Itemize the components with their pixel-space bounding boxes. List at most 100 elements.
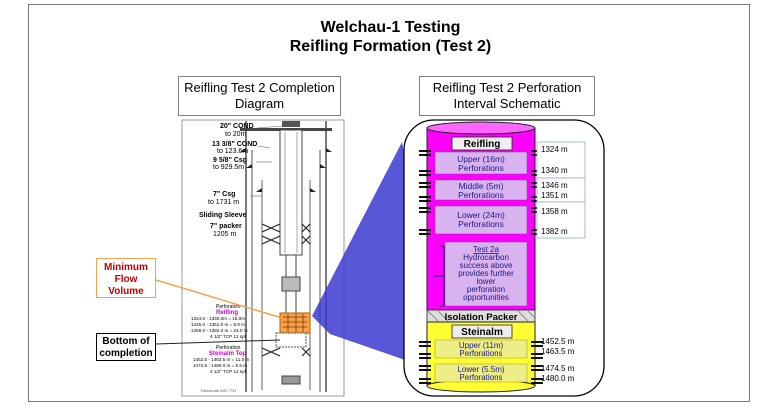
zoom-projection — [312, 142, 405, 360]
slide-frame — [28, 4, 750, 402]
label-perf1-l2: 1346.0 - 1351.0 m = 5.0 m — [191, 322, 245, 327]
label-perf2-l1: 1452.5 - 1463.5 m = 11.0 m — [193, 357, 249, 362]
wellhead — [282, 121, 300, 127]
depth-1346: 1346 m — [541, 181, 568, 190]
perforation-zone-reifling — [279, 312, 311, 334]
depth-1340: 1340 m — [541, 166, 568, 175]
label-perf2-name: Steinalm Top — [209, 351, 247, 357]
steinalm-upper-box — [434, 339, 528, 359]
steinalm-header-box — [451, 324, 513, 339]
depth-box-middle — [536, 177, 586, 203]
tick — [531, 341, 543, 343]
test2a-l3: success above — [460, 261, 513, 270]
test2a-l7: opportunities — [463, 293, 509, 302]
depth-1358: 1358 m — [541, 207, 568, 216]
depth-box-lower — [536, 201, 586, 239]
title-line-1: Welchau-1 Testing — [320, 19, 461, 36]
casing-shoe-7 — [256, 188, 316, 192]
tubing-upper — [279, 129, 303, 256]
label-perf2-l2: 1474.5 - 1480.0 m = 5.5 m — [193, 363, 247, 368]
perforation-hatch — [283, 314, 307, 332]
label-perf1-head: Perforation — [216, 304, 241, 310]
tick — [419, 341, 431, 343]
depth-box-upper — [536, 141, 586, 179]
tick — [419, 186, 431, 188]
test2a-box — [444, 241, 528, 307]
min-flow-l3: Volume — [108, 286, 144, 297]
lower-perforations-l1: Lower (24m) — [457, 210, 505, 220]
test2a-l6: perforation — [467, 285, 505, 294]
tick — [531, 345, 543, 347]
tick — [531, 353, 543, 355]
tick — [531, 369, 543, 371]
lower-perforations-l2: Perforations — [458, 219, 504, 229]
tick — [419, 182, 431, 184]
tick — [531, 382, 543, 384]
depth-1382: 1382 m — [541, 227, 568, 236]
completion-diagram-caption: Reifling Test 2 Completion Diagram — [178, 76, 341, 116]
tick — [419, 154, 431, 156]
tick — [419, 357, 431, 359]
steinalm-lower-l2: Perforations — [459, 373, 502, 382]
label-cond20-a: 20" COND — [220, 123, 254, 130]
label-cond13-b: to 123.6m — [217, 148, 248, 155]
tick — [419, 378, 431, 380]
perforation-schematic: Reifling Upper (16m) Perforations Middle… — [403, 119, 605, 397]
schematic-caption-line-1: Reifling Test 2 Perforation — [432, 80, 582, 95]
label-perf1-l1: 1324.0 - 1340.0m = 16.0m — [191, 316, 245, 321]
packer-lower — [261, 235, 311, 245]
reifling-header: Reifling — [464, 139, 501, 150]
bottom-of-completion-callout: Bottom of completion — [96, 333, 156, 361]
min-flow-l2: Flow — [114, 274, 138, 285]
test2a-l5: lower — [476, 277, 495, 286]
upper-perforations-l2: Perforations — [458, 163, 504, 173]
tick — [419, 200, 431, 202]
minimum-flow-volume-callout: Minimum Flow Volume — [96, 258, 156, 298]
tick — [419, 207, 431, 209]
depth-1474-5: 1474.5 m — [541, 364, 575, 373]
bottom-l2: completion — [99, 348, 153, 359]
tick — [419, 233, 431, 235]
label-footnote: Tdfootnote MD / TVt — [200, 388, 237, 393]
plug — [281, 375, 301, 385]
tick — [419, 170, 431, 172]
upper-perforations-l1: Upper (16m) — [457, 154, 505, 164]
slide-title: Welchau-1 Testing Reifling Formation (Te… — [0, 18, 781, 56]
gun-carrier — [281, 276, 301, 292]
tick — [419, 211, 431, 213]
tick — [419, 174, 431, 176]
leader-cond13 — [257, 145, 271, 149]
label-perf1-name: Reifling — [216, 310, 238, 316]
label-perf2-l3: 4 1/2" TCP 12 spf — [210, 369, 247, 374]
label-packer-b: 1205 m — [213, 231, 237, 238]
label-csg7-b: to 1731 m — [208, 199, 239, 206]
middle-perforations-l1: Middle (5m) — [459, 181, 504, 191]
packer-bottom — [261, 347, 311, 357]
reifling-header-box — [451, 136, 513, 151]
tick — [531, 357, 543, 359]
tick — [419, 369, 431, 371]
steinalm-upper-l1: Upper (11m) — [459, 341, 504, 350]
test2a-bracket — [434, 245, 445, 307]
tick — [419, 196, 431, 198]
tick — [419, 353, 431, 355]
label-perf1-l3: 1358.0 - 1382.0 m = 24.0 m — [191, 328, 248, 333]
middle-perforations-box — [434, 179, 528, 201]
upper-perforations-box — [434, 151, 528, 175]
label-csg95-b: to 929.5m — [213, 164, 244, 171]
label-csg7-a: 7" Csg — [213, 191, 235, 198]
steinalm-lower-box — [434, 363, 528, 383]
min-flow-l1: Minimum — [104, 262, 148, 273]
leader-cond20 — [256, 125, 283, 129]
label-perf2-head: Perforation — [216, 345, 241, 351]
label-cond20-b: to 20m — [225, 131, 247, 138]
completion-caption-line-2: Diagram — [234, 96, 285, 111]
completion-caption-line-1: Reifling Test 2 Completion — [184, 80, 335, 95]
steinalm-header: Steinalm — [461, 327, 503, 338]
test2a-l4: provides further — [458, 269, 514, 278]
label-perf1-l4: 4 1/2" TCP 12 spf — [210, 334, 247, 339]
steinalm-lower-l1: Lower (5.5m) — [457, 365, 504, 374]
test2a-l1: Test 2a — [473, 245, 499, 254]
title-line-2: Reifling Formation (Test 2) — [289, 38, 492, 55]
isolation-packer-label: Isolation Packer — [445, 312, 518, 323]
